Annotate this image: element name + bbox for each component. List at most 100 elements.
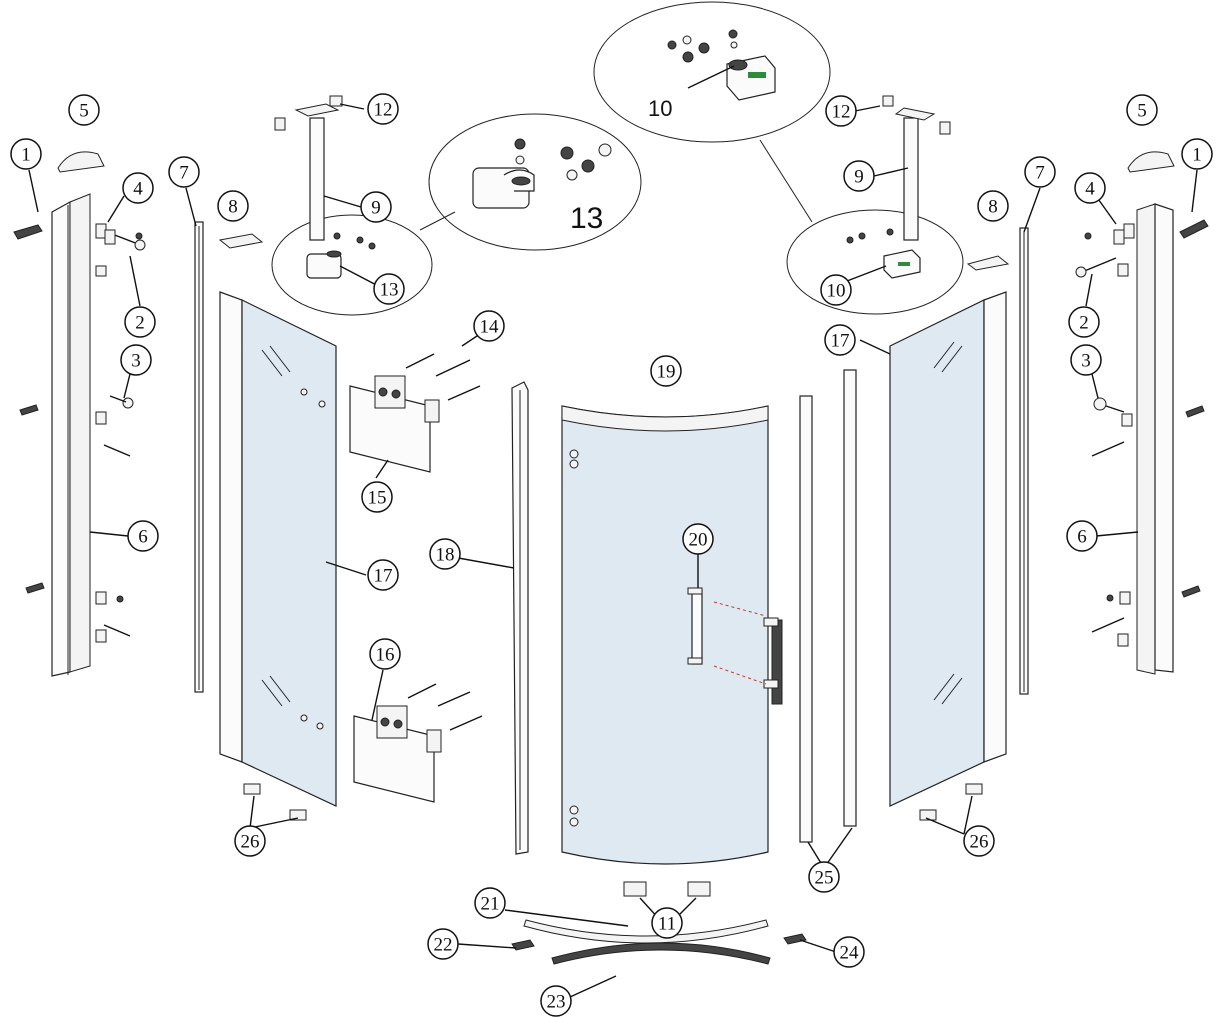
badge-number: 4 — [133, 179, 143, 200]
cover-8-right — [966, 255, 1010, 271]
badge-number: 26 — [970, 832, 989, 853]
badge-circle — [473, 310, 505, 342]
badge-circle — [540, 985, 572, 1017]
seal-25-a — [799, 395, 813, 843]
stopper-26-left-b — [289, 809, 307, 821]
label-13-large: 13 — [570, 202, 603, 235]
badge-l9b: 9 — [843, 160, 875, 192]
badge-number: 16 — [376, 645, 395, 666]
badge-l3a: 3 — [120, 344, 152, 376]
end-cap-5-right — [1127, 151, 1175, 173]
badge-number: 7 — [1035, 163, 1045, 184]
badge-circle — [1068, 306, 1100, 338]
badge-number: 1 — [21, 145, 31, 166]
badge-l26a: 26 — [234, 825, 266, 857]
badge-circle — [963, 825, 995, 857]
seal-25-b — [843, 369, 857, 827]
badge-circle — [1024, 156, 1056, 188]
bottom-track-21 — [523, 919, 769, 944]
detail-bubble-hinge-13-left — [271, 214, 433, 316]
badge-number: 1 — [1192, 145, 1202, 166]
badge-l4b: 4 — [1074, 172, 1106, 204]
badge-l17b: 17 — [824, 324, 856, 356]
badge-number: 19 — [657, 362, 676, 383]
badge-number: 18 — [436, 545, 455, 566]
badge-l15: 15 — [361, 481, 393, 513]
end-cap-5-left — [57, 151, 105, 173]
badge-number: 26 — [241, 832, 260, 853]
badge-l12b: 12 — [825, 95, 857, 127]
hinge-16-lower — [353, 683, 483, 803]
badge-l24: 24 — [833, 936, 865, 968]
badge-circle — [68, 94, 100, 126]
badge-l1b: 1 — [1181, 138, 1213, 170]
stabilizer-bar-left — [274, 95, 343, 241]
badge-number: 14 — [480, 317, 500, 338]
badge-circle — [360, 191, 392, 223]
badge-number: 13 — [380, 280, 399, 301]
badge-number: 25 — [815, 868, 834, 889]
badge-circle — [373, 273, 405, 305]
cover-8-left — [218, 233, 264, 249]
badge-circle — [168, 156, 200, 188]
badge-number: 8 — [228, 197, 238, 218]
badge-circle — [1181, 138, 1213, 170]
badge-circle — [650, 355, 682, 387]
stopper-26-right-b — [965, 783, 983, 795]
badge-l12a: 12 — [367, 93, 399, 125]
fixed-panel-left — [219, 291, 337, 807]
badge-l8a: 8 — [217, 190, 249, 222]
fixed-panel-right — [889, 291, 1007, 807]
badge-l20: 20 — [682, 523, 714, 555]
badge-number: 21 — [481, 894, 500, 915]
badge-l13a: 13 — [373, 273, 405, 305]
badge-number: 17 — [831, 331, 850, 352]
badge-l22: 22 — [427, 928, 459, 960]
badge-circle — [120, 344, 152, 376]
hinge-13-zoom-parts — [472, 138, 612, 209]
badge-l1a: 1 — [10, 138, 42, 170]
badge-circle — [124, 306, 156, 338]
badge-number: 23 — [547, 992, 566, 1013]
badge-l14: 14 — [473, 310, 505, 342]
wall-plug-1-left — [13, 224, 43, 240]
badge-circle — [429, 538, 461, 570]
badge-number: 10 — [827, 281, 846, 302]
badge-circle — [367, 93, 399, 125]
badge-number: 8 — [988, 197, 998, 218]
badge-number: 22 — [434, 935, 453, 956]
badge-l18: 18 — [429, 538, 461, 570]
badge-number: 24 — [840, 943, 860, 964]
badge-l2b: 2 — [1068, 306, 1100, 338]
stopper-26-right-a — [919, 809, 937, 821]
badge-circle — [361, 481, 393, 513]
screw-3-left — [122, 397, 134, 409]
badge-number: 20 — [689, 530, 708, 551]
badge-number: 12 — [374, 100, 393, 121]
badge-number: 15 — [368, 488, 387, 509]
hinge-10-small — [846, 228, 921, 279]
detail-bubble-hinge-10-right — [786, 209, 964, 315]
handle-20 — [687, 587, 783, 705]
badge-l6b: 6 — [1066, 520, 1098, 552]
wall-plug-1-right — [1179, 219, 1209, 239]
badge-circle — [1126, 94, 1158, 126]
screw-3-right — [1093, 397, 1107, 411]
badge-number: 2 — [1079, 313, 1089, 334]
badge-l21: 21 — [474, 887, 506, 919]
badge-number: 9 — [854, 167, 864, 188]
badge-number: 5 — [79, 101, 89, 122]
badge-circle — [825, 95, 857, 127]
badge-l9a: 9 — [360, 191, 392, 223]
curved-door-19 — [561, 405, 769, 865]
badge-circle — [369, 638, 401, 670]
badge-l26b: 26 — [963, 825, 995, 857]
detail-bubble-hinge-13-zoom — [428, 113, 642, 251]
bracket-4-right — [1113, 229, 1125, 245]
badge-l10a: 10 — [820, 274, 852, 306]
badge-circle — [833, 936, 865, 968]
badge-number: 6 — [1077, 527, 1087, 548]
badge-circle — [1070, 344, 1102, 376]
label-10-large: 10 — [648, 96, 672, 121]
